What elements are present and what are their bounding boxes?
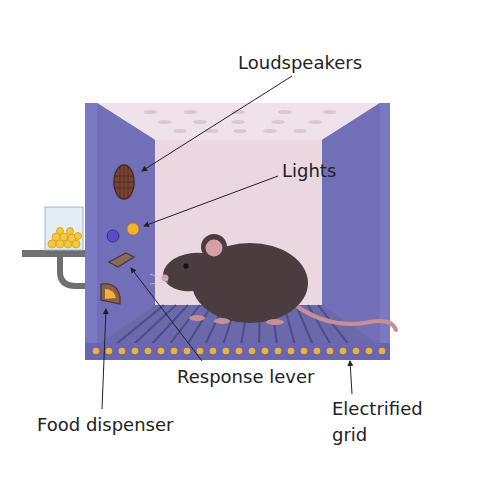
callout-label: Food dispenser	[37, 412, 173, 438]
rat	[150, 234, 396, 330]
ceiling-holes	[143, 110, 337, 133]
callout-label: Response lever	[177, 364, 314, 390]
frame	[85, 103, 390, 360]
left-wall	[97, 103, 155, 345]
leader-line	[131, 268, 202, 361]
leader-line	[144, 176, 278, 226]
leader-line	[102, 309, 106, 409]
eye	[183, 263, 188, 268]
callout-label: Loudspeakers	[238, 50, 362, 76]
speaker-grille	[115, 166, 133, 198]
devices	[101, 165, 139, 304]
light	[127, 223, 139, 235]
whiskers	[150, 274, 168, 284]
light	[107, 230, 119, 242]
pellets	[48, 228, 82, 249]
grid-contacts	[93, 348, 386, 355]
ear	[201, 234, 227, 260]
leader-line	[350, 361, 352, 394]
shelf	[22, 250, 86, 257]
callout-label: Electrified grid	[332, 396, 442, 448]
chamber	[85, 103, 390, 360]
feed-pipe	[60, 256, 88, 286]
callout-label: Lights	[282, 158, 336, 184]
loudspeaker	[114, 165, 134, 199]
response-lever	[109, 253, 134, 267]
dispenser-opening	[105, 289, 116, 299]
food-cup	[22, 207, 88, 286]
right-wall	[322, 103, 380, 345]
feet	[189, 315, 284, 325]
tail	[295, 305, 396, 330]
leader-line	[142, 76, 292, 171]
leader-lines	[102, 76, 352, 409]
ear-inner	[206, 240, 223, 257]
glass	[45, 207, 83, 250]
base-strip	[85, 343, 390, 360]
food-dispenser	[101, 284, 120, 304]
